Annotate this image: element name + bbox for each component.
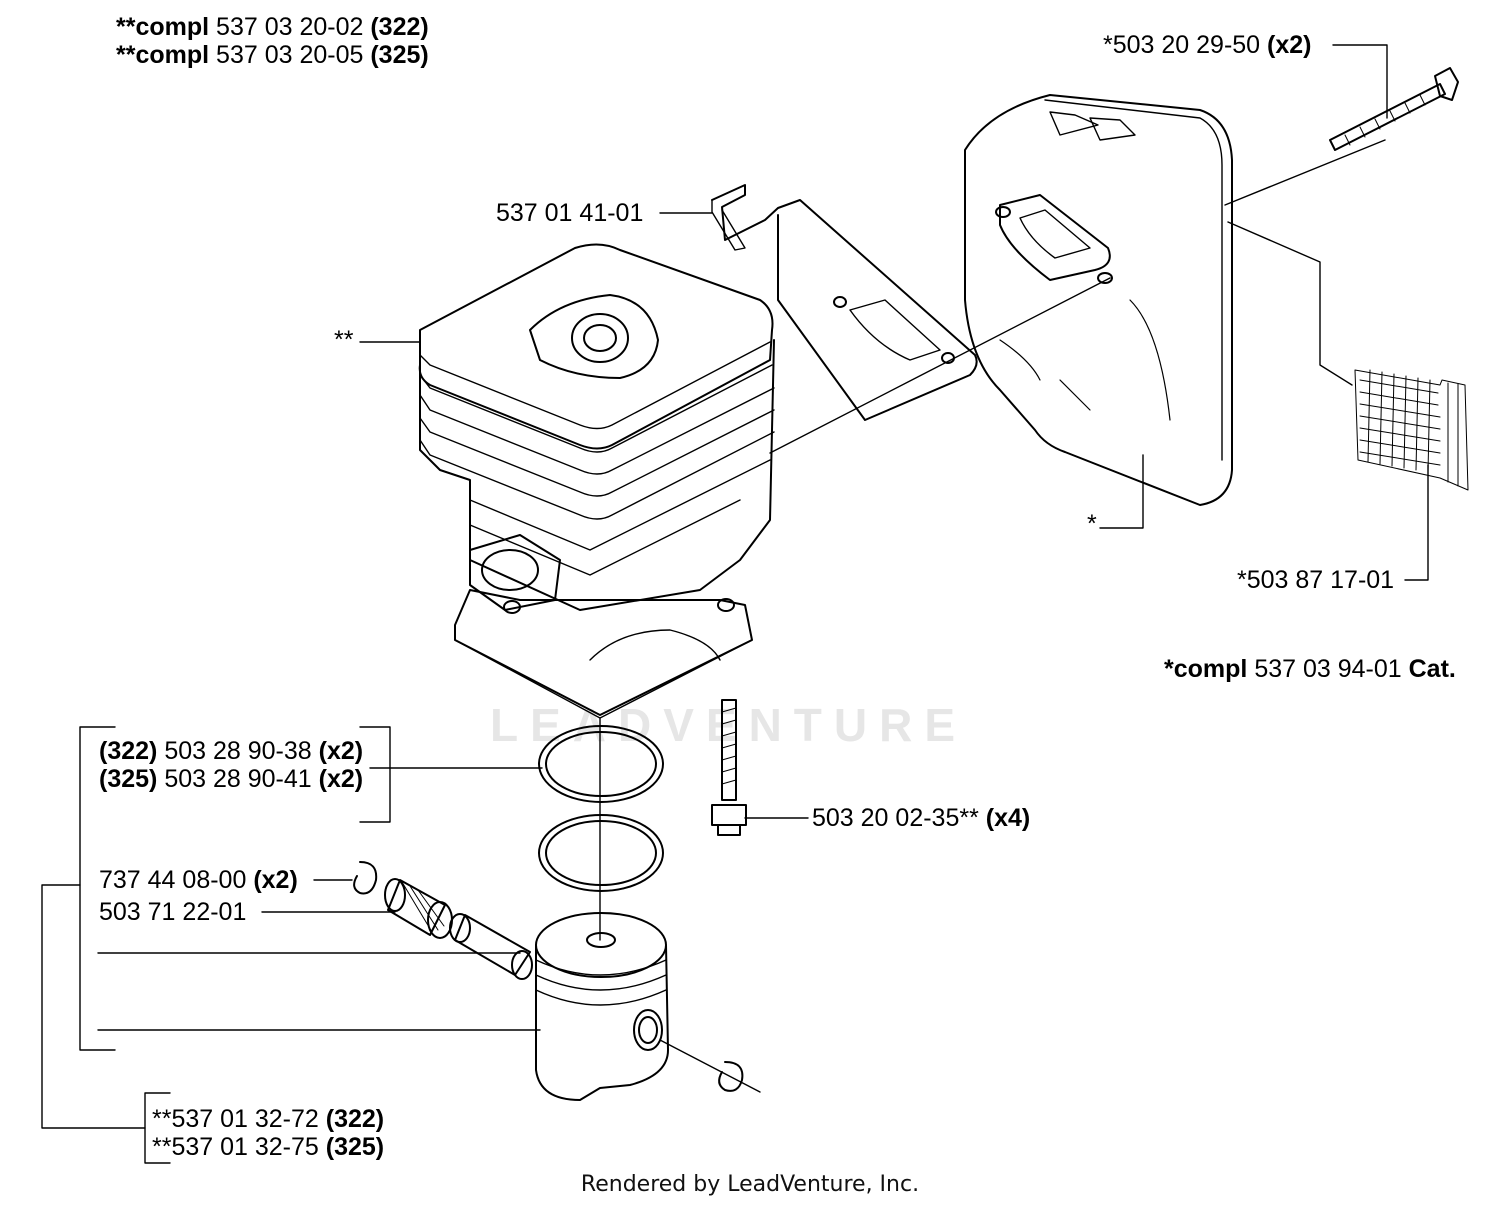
label-muffler: * (1087, 510, 1097, 538)
wrist-pin-part (449, 913, 533, 980)
label-ring-322: (322) 503 28 90-38 (x2) (99, 737, 364, 765)
long-bolt-part (1329, 67, 1459, 151)
label-piston-322: **537 01 32-72 (322) (152, 1105, 385, 1133)
label-arrestor-screen: *503 87 17-01 (1237, 566, 1395, 594)
header-line-322: **compl 537 03 20-02 (322) (116, 13, 429, 41)
piston-rings-part (538, 725, 664, 892)
label-piston-325: **537 01 32-75 (325) (152, 1133, 385, 1161)
base-screw-part (711, 699, 747, 836)
label-base-screw: 503 20 02-35** (x4) (812, 804, 1031, 832)
label-bracket: 537 01 41-01 (496, 199, 644, 227)
label-muffler-kit: *compl 537 03 94-01 Cat. (1164, 655, 1456, 683)
header-line-325: **compl 537 03 20-05 (325) (116, 41, 429, 69)
label-cylinder: ** (334, 326, 354, 354)
cylinder-part (418, 243, 775, 719)
label-ring-325: (325) 503 28 90-41 (x2) (99, 765, 364, 793)
footer-credit: Rendered by LeadVenture, Inc. (580, 1172, 920, 1197)
leader-lines (41, 44, 1429, 1164)
gasket-bracket-part (711, 184, 978, 421)
arrestor-screen-part (1354, 369, 1469, 491)
piston-part (535, 912, 669, 1101)
label-long-bolt: *503 20 29-50 (x2) (1103, 31, 1312, 59)
label-circlip: 737 44 08-00 (x2) (99, 866, 298, 894)
muffler-part (964, 94, 1233, 506)
needle-bearing-part (384, 878, 453, 939)
circlip-parts (353, 861, 744, 1092)
label-needle-bearing: 503 71 22-01 (99, 898, 247, 926)
